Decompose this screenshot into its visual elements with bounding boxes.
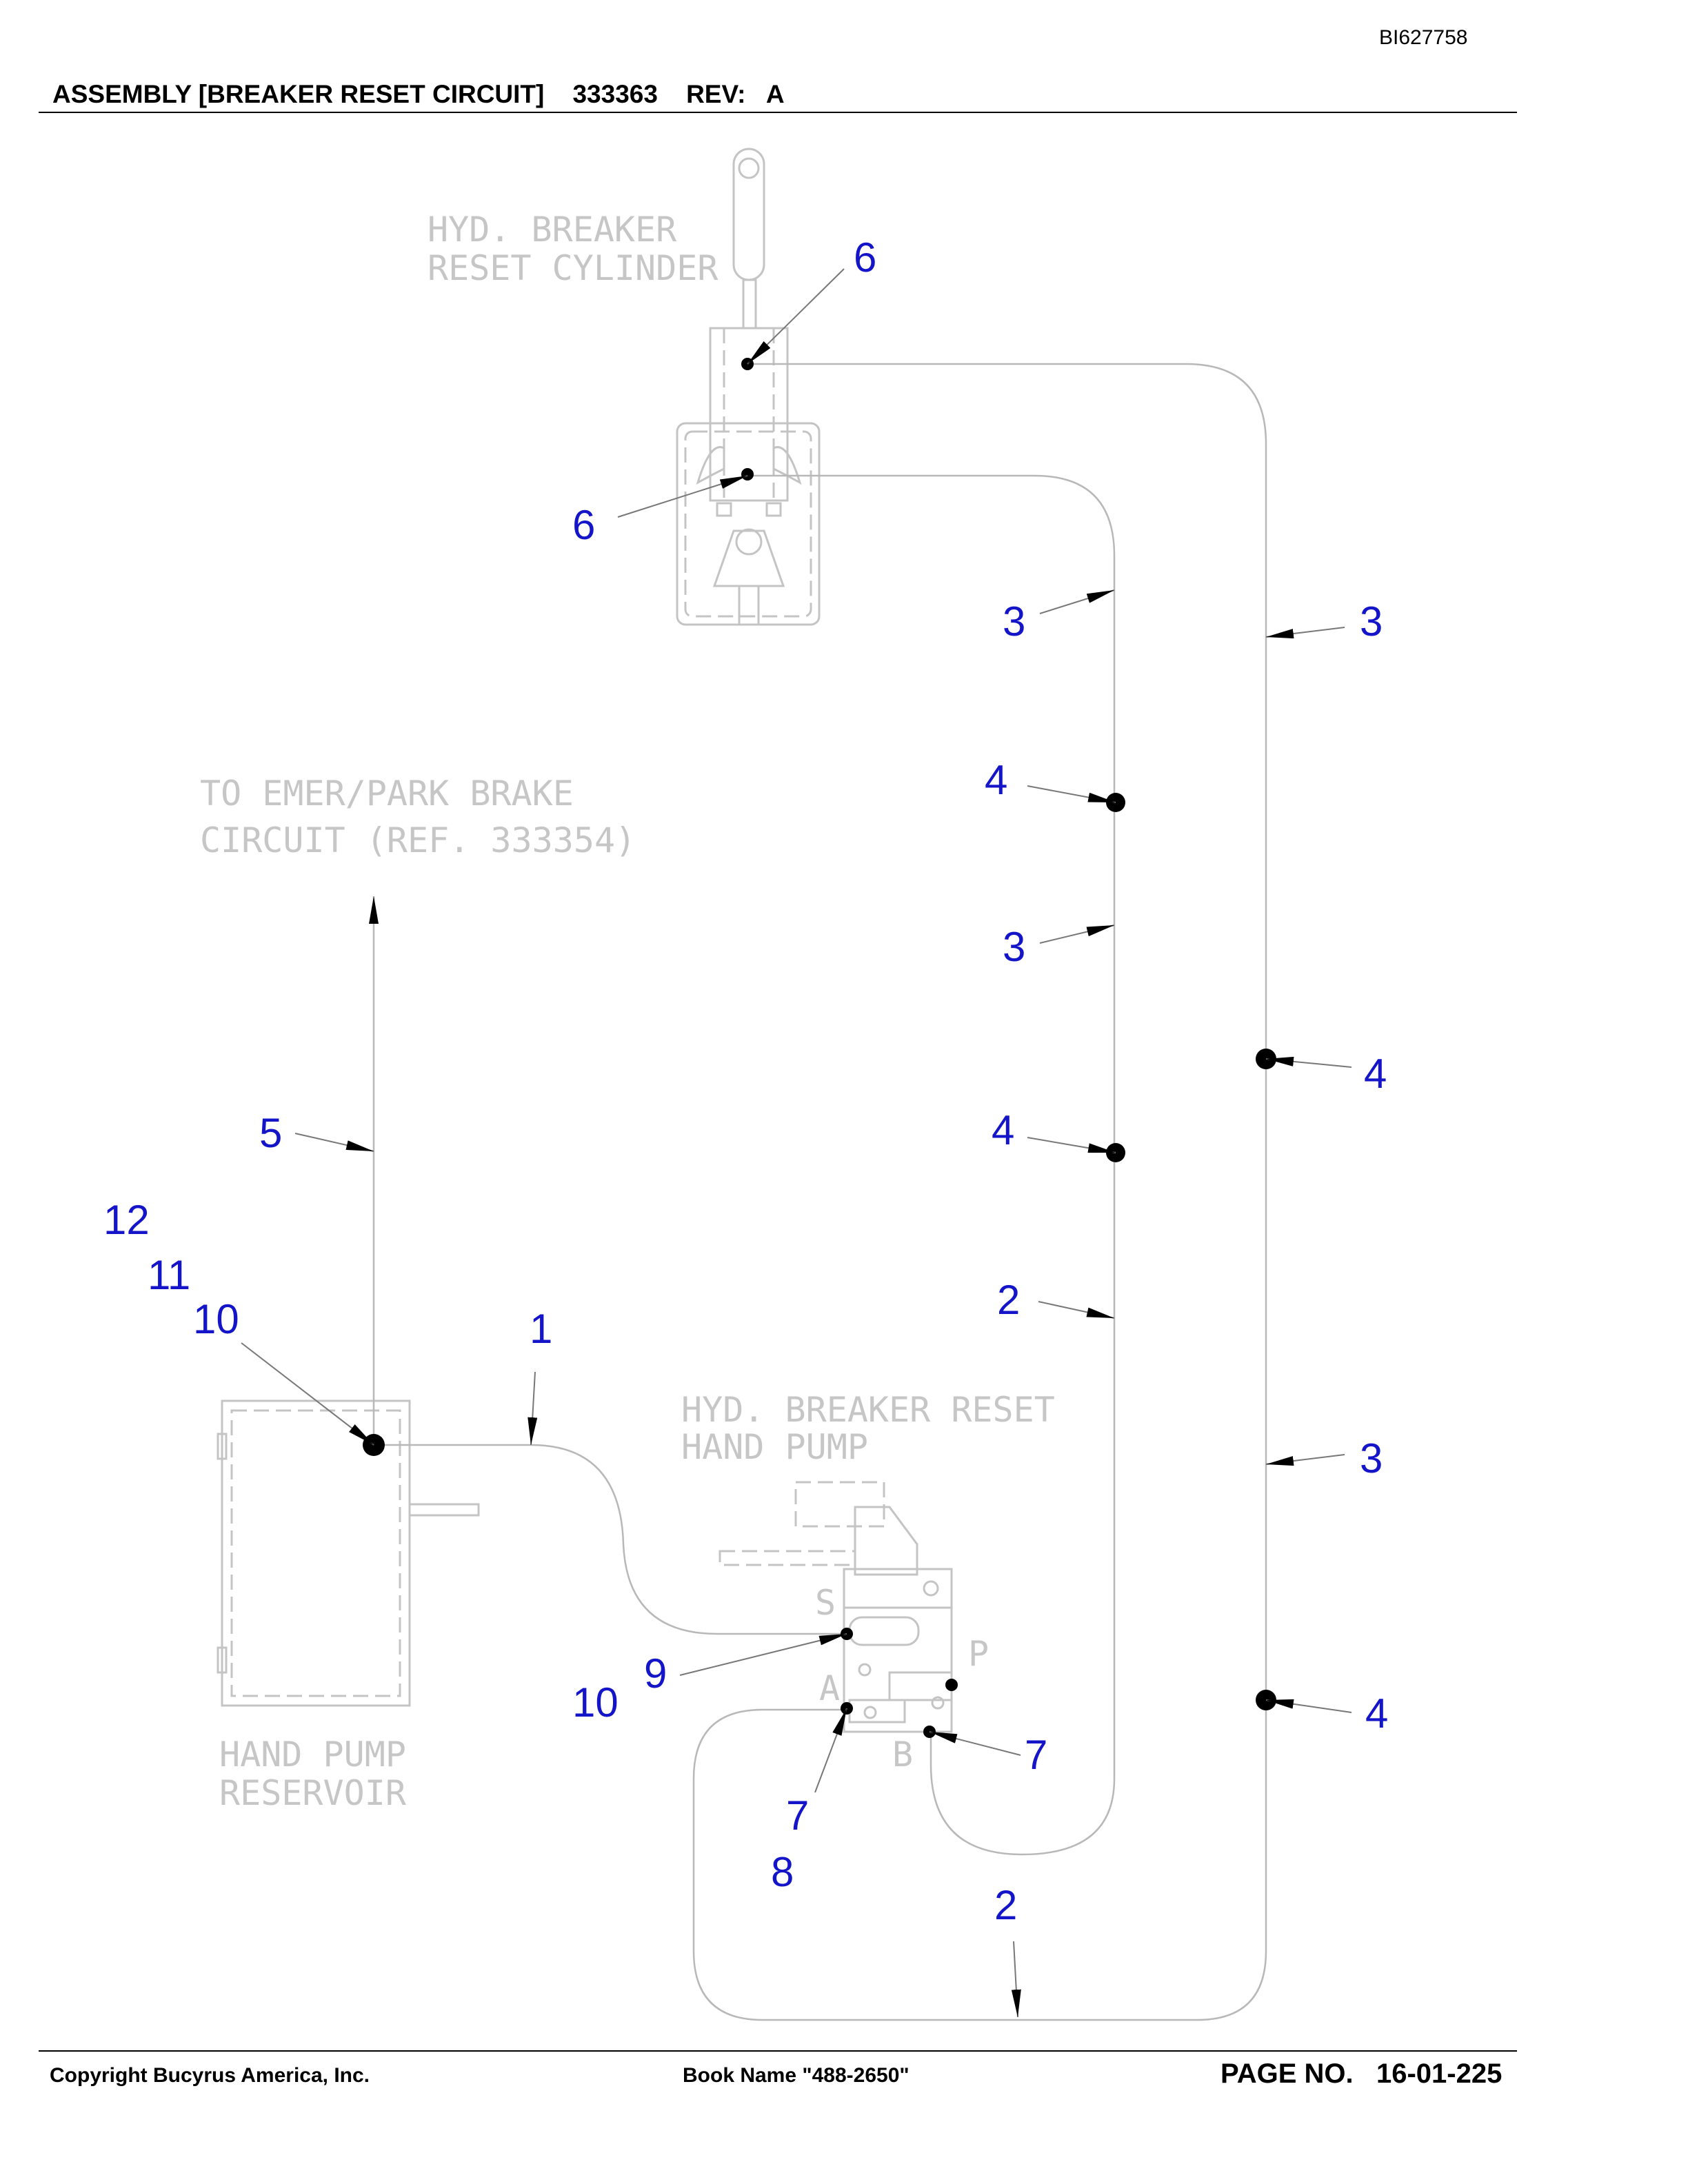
rev-value: A (765, 80, 785, 108)
port-p-label: P (968, 1634, 989, 1674)
callout-2-bottom: 2 (994, 1882, 1017, 1928)
port-b-label: B (892, 1735, 913, 1775)
cylinder-label-line-1: HYD. BREAKER (428, 210, 677, 250)
port-s-label: S (815, 1583, 836, 1623)
rev-label: REV: (686, 80, 746, 108)
emer-brake-label-line-1: TO EMER/PARK BRAKE (200, 774, 574, 813)
hose-reservoir-to-s-port (374, 1444, 848, 1635)
callout-12: 12 (103, 1197, 150, 1243)
callout-2-inner: 2 (997, 1277, 1020, 1323)
callout-7-a-port: 7 (786, 1792, 809, 1839)
reservoir-label-line-1: HAND PUMP (219, 1735, 406, 1775)
callout-4-outer-lower: 4 (1365, 1690, 1388, 1737)
callout-4-inner-lower: 4 (992, 1107, 1014, 1153)
footer-rule (39, 2050, 1517, 2052)
callout-4-inner-upper: 4 (985, 757, 1007, 803)
reservoir-drawing (217, 1399, 480, 1707)
emer-brake-label-line-2: CIRCUIT (REF. 333354) (200, 820, 636, 860)
copyright-text: Copyright Bucyrus America, Inc. (50, 2064, 370, 2087)
book-name: Book Name "488-2650" (683, 2064, 910, 2087)
port-a-label: A (819, 1668, 840, 1708)
reset-cylinder-drawing (676, 148, 821, 626)
callout-11: 11 (148, 1252, 190, 1298)
fitting-dot (945, 1679, 958, 1691)
callout-4-outer-upper: 4 (1364, 1051, 1387, 1097)
reservoir-label-line-2: RESERVOIR (219, 1773, 407, 1813)
callout-6-lower: 6 (572, 502, 595, 548)
callout-3-outer-lower: 3 (1360, 1435, 1383, 1482)
callout-8: 8 (771, 1849, 794, 1895)
hand-pump-label-line-2: HAND PUMP (681, 1427, 868, 1467)
callout-3-inner-upper: 3 (1003, 598, 1025, 645)
page-number: 16-01-225 (1376, 2059, 1503, 2089)
part-number: 333363 (572, 80, 658, 108)
callout-6-upper: 6 (854, 234, 876, 281)
callout-1: 1 (530, 1306, 552, 1352)
page-number-block: PAGE NO. 16-01-225 (1220, 2059, 1502, 2090)
hose-cylinder-bottom-to-b-port (746, 474, 1116, 1856)
cylinder-label-line-2: RESET CYLINDER (428, 248, 719, 288)
callout-3-inner-lower: 3 (1003, 924, 1025, 970)
callout-3-outer-upper: 3 (1360, 598, 1383, 645)
callout-5: 5 (259, 1110, 282, 1156)
hose-cylinder-top-to-right-run (692, 363, 1267, 2021)
fitting-dot (741, 468, 754, 481)
assembly-title: ASSEMBLY [BREAKER RESET CIRCUIT] (52, 80, 545, 108)
header-rule (39, 112, 1517, 113)
callout-9: 9 (644, 1650, 667, 1697)
document-number: BI627758 (1379, 26, 1468, 49)
callout-leaders (241, 268, 1352, 2018)
callout-10-reservoir: 10 (193, 1296, 239, 1342)
callout-7-b-port: 7 (1025, 1732, 1047, 1778)
page-label: PAGE NO. (1220, 2059, 1354, 2089)
hand-pump-label-line-1: HYD. BREAKER RESET (681, 1390, 1055, 1430)
assembly-title-block: ASSEMBLY [BREAKER RESET CIRCUIT] 333363 … (52, 80, 785, 109)
hand-pump-drawing (719, 1481, 953, 1733)
callout-10-pump: 10 (572, 1679, 619, 1726)
